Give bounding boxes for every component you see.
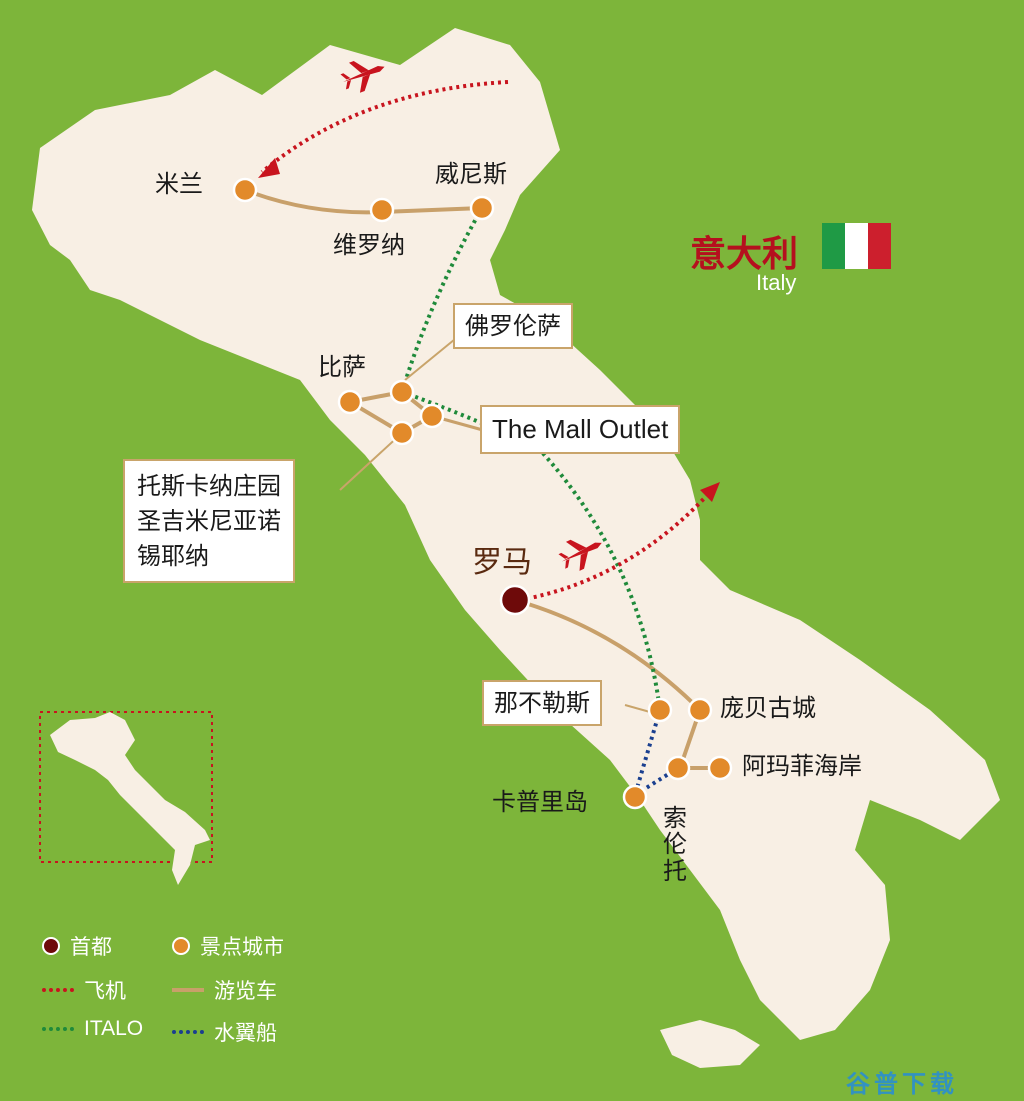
italo-route-north: [400, 207, 484, 393]
flag-white-stripe: [845, 223, 868, 269]
legend-italo: ITALO: [42, 1017, 143, 1041]
city-label-venice: 威尼斯: [435, 160, 507, 188]
legend-tour-bus-label: 游览车: [214, 979, 277, 1003]
airplane-icon: [558, 539, 602, 571]
capital-dot-icon: [42, 937, 60, 955]
legend-capital-label: 首都: [70, 935, 112, 959]
city-dot-naples: [647, 697, 673, 723]
callout-mall-outlet: The Mall Outlet: [480, 405, 681, 454]
italy-mainland: [32, 28, 1000, 1040]
plane-route-north-arrowhead: [258, 158, 280, 178]
city-dots: [232, 177, 733, 810]
capital-dot-rome: [499, 584, 531, 616]
legend-scenic-city-label: 景点城市: [200, 935, 284, 959]
city-label-sorrento: 索伦托: [663, 804, 687, 885]
city-label-capri: 卡普里岛: [492, 788, 588, 816]
legend-hydrofoil: 水翼船: [172, 1017, 277, 1047]
callout-naples: 那不勒斯: [482, 680, 602, 726]
plane-line-icon: [42, 988, 74, 992]
callout-tuscany: 托斯卡纳庄园 圣吉米尼亚诺 锡耶纳: [123, 459, 295, 584]
callout-tuscany-line-3: 锡耶纳: [137, 541, 209, 570]
italo-line-icon: [42, 1027, 74, 1031]
city-dot-verona: [369, 197, 395, 223]
map-legend: 首都 景点城市 飞机 游览车 ITALO 水翼船: [40, 925, 340, 1050]
callout-florence: 佛罗伦萨: [453, 303, 573, 349]
city-dot-capri: [622, 784, 648, 810]
city-dot-outlet: [419, 403, 445, 429]
map-title-en: Italy: [756, 270, 797, 295]
legend-scenic-city: 景点城市: [172, 931, 284, 961]
callout-line-florence: [404, 334, 461, 381]
airplane-icon: [340, 60, 385, 93]
city-dot-milan: [232, 177, 258, 203]
city-label-amalfi: 阿玛菲海岸: [742, 752, 862, 780]
plane-route-south-arrowhead: [700, 482, 720, 502]
inset-italy: [50, 712, 210, 885]
city-dot-icon: [172, 937, 190, 955]
legend-plane-label: 飞机: [84, 979, 126, 1003]
callout-tuscany-line-2: 圣吉米尼亚诺: [137, 506, 281, 535]
legend-capital: 首都: [42, 931, 112, 961]
flag-red-stripe: [868, 223, 891, 269]
city-label-pisa: 比萨: [318, 353, 366, 381]
city-dot-venice: [469, 195, 495, 221]
sicily: [660, 1020, 760, 1068]
legend-tour-bus: 游览车: [172, 975, 277, 1005]
watermark: 谷普下载: [846, 1070, 958, 1098]
legend-plane: 飞机: [42, 975, 126, 1005]
city-label-rome: 罗马: [472, 545, 532, 580]
callout-tuscany-line-1: 托斯卡纳庄园: [137, 472, 281, 500]
city-label-verona: 维罗纳: [333, 231, 405, 259]
city-dot-pisa: [337, 389, 363, 415]
legend-hydrofoil-label: 水翼船: [214, 1021, 277, 1045]
legend-italo-label: ITALO: [84, 1017, 144, 1040]
bus-line-icon: [172, 988, 204, 992]
plane-route-north: [260, 80, 509, 174]
flag-green-stripe: [822, 223, 845, 269]
city-dot-sorrento: [665, 755, 691, 781]
italy-flag-icon: [822, 223, 891, 269]
ferry-line-icon: [172, 1030, 204, 1034]
city-dot-pompeii: [687, 697, 713, 723]
ferry-route-naples-capri: [633, 709, 662, 796]
inset-frame: [39, 711, 213, 863]
map-title-cn: 意大利: [690, 233, 799, 275]
city-label-milan: 米兰: [155, 170, 203, 198]
city-label-pompeii: 庞贝古城: [720, 694, 816, 722]
city-dot-tuscany: [389, 420, 415, 446]
city-dot-amalfi: [707, 755, 733, 781]
callout-line-tuscany: [339, 432, 403, 491]
city-dot-florence: [389, 379, 415, 405]
callout-line-naples: [624, 704, 651, 713]
